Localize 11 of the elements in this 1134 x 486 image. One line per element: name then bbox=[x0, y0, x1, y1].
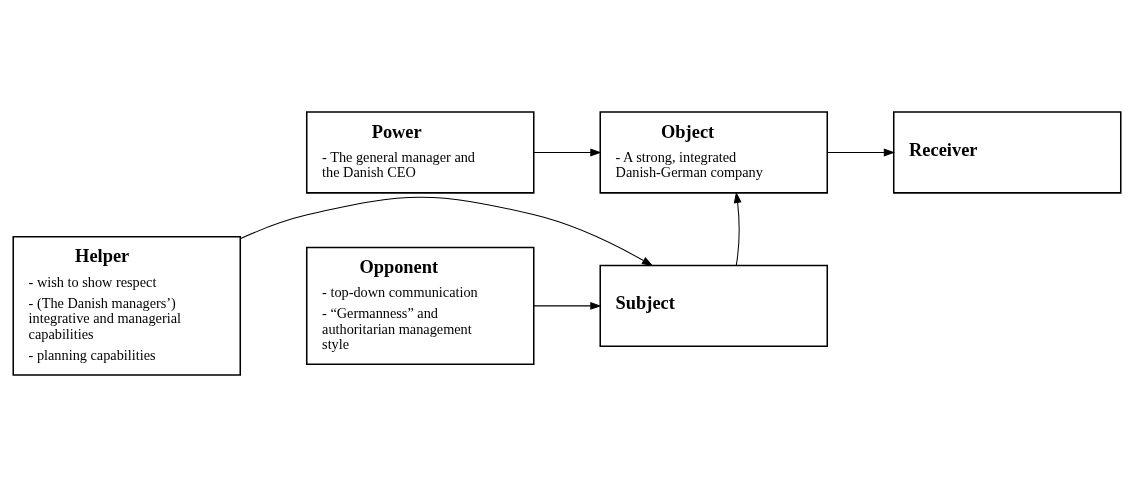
arrow bbox=[240, 196, 654, 266]
node-box: Object - A strong, integrated Danish-German company bbox=[599, 110, 829, 194]
node-box: Receiver bbox=[892, 110, 1122, 194]
node-box: Power - The general manager and the Danish CEO bbox=[305, 110, 535, 194]
node-box: Subject bbox=[599, 264, 829, 347]
node-box: Helper - wish to show respect - (The Danish managers’) integrative and managerial capabilities - planning capabilities bbox=[12, 235, 242, 376]
arrow bbox=[733, 191, 742, 266]
node-box: Opponent - top-down communication - “Germanness” and authoritarian management style bbox=[305, 246, 535, 365]
arrow bbox=[827, 148, 896, 156]
arrow bbox=[533, 301, 602, 310]
arrow bbox=[533, 148, 602, 156]
